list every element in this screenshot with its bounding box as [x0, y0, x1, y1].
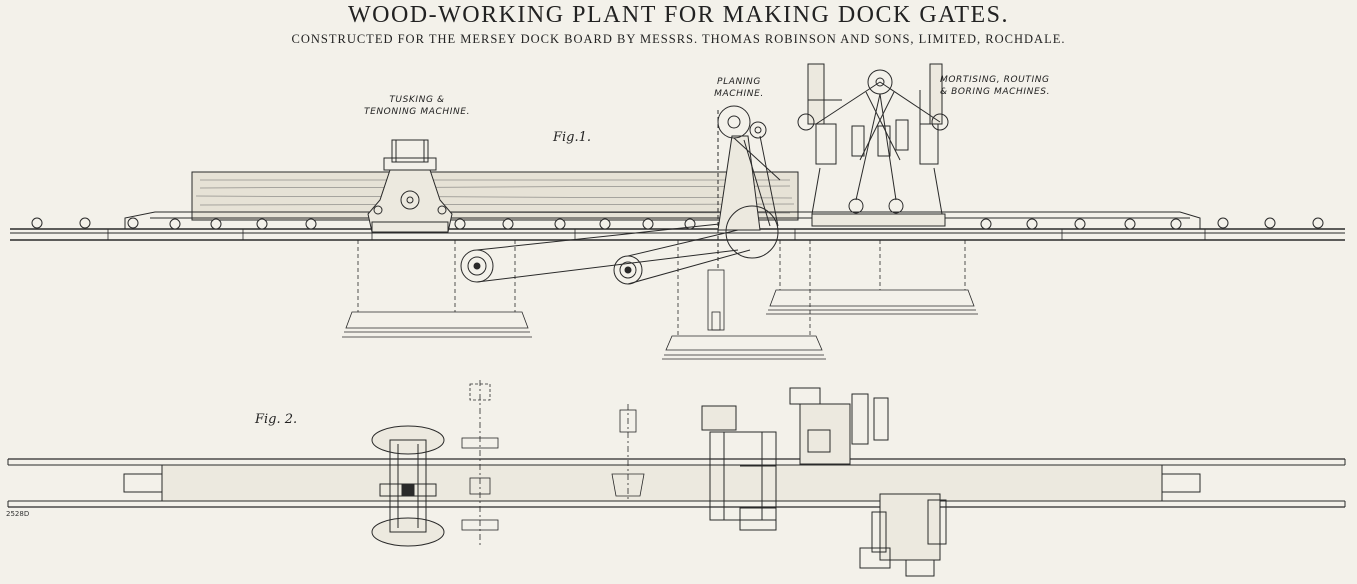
fig2-plan [7, 380, 1346, 577]
planing-plan [701, 405, 777, 531]
tusking-label-line1: TUSKING & [389, 95, 445, 105]
plate-number: 2528D [6, 510, 30, 518]
mortising-label-line2: & BORING MACHINES. [940, 87, 1051, 97]
planing-label-line2: MACHINE. [714, 89, 764, 99]
tusking-machine [367, 139, 453, 233]
mortising-plan [789, 387, 947, 577]
plan-rails [7, 458, 1346, 508]
planing-machine-label: PLANING MACHINE. [694, 76, 784, 100]
plate-title: WOOD-WORKING PLANT FOR MAKING DOCK GATES… [347, 2, 1010, 28]
planing-label-line1: PLANING [717, 77, 761, 87]
plate-subtitle: CONSTRUCTED FOR THE MERSEY DOCK BOARD BY… [291, 32, 1066, 46]
mortising-machines-label: MORTISING, ROUTING & BORING MACHINES. [940, 74, 1080, 98]
fig1-elevation [10, 63, 1345, 360]
tusking-label-line2: TENONING MACHINE. [363, 107, 471, 117]
planing-machine [717, 105, 781, 268]
timber-log [191, 171, 799, 221]
tusking-plan [371, 425, 445, 547]
belt-drive [455, 221, 751, 285]
bench-rails [10, 211, 1345, 241]
pulley-centrelines [461, 380, 645, 545]
mortising-label-line1: MORTISING, ROUTING [940, 75, 1050, 85]
fig1-label: Fig.1. [553, 130, 592, 145]
mortising-machines [797, 63, 949, 227]
rollers [31, 217, 1324, 230]
foundations [342, 240, 978, 360]
fig2-label: Fig. 2. [255, 412, 298, 427]
tusking-machine-label: TUSKING & TENONING MACHINE. [352, 94, 482, 118]
